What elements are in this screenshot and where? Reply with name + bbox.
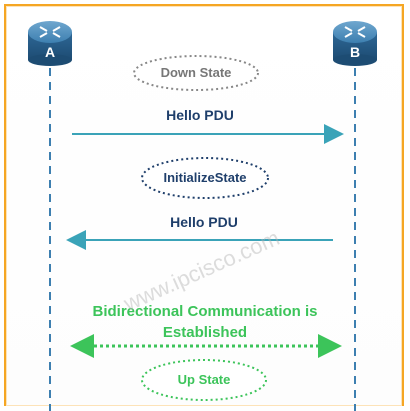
router-b-label: B (349, 44, 361, 60)
hello-pdu-label-1: Hello PDU (166, 107, 234, 123)
bidirectional-label: Bidirectional Communication is Establish… (40, 301, 370, 343)
init-state-label: InitializeState (163, 170, 247, 185)
bidirectional-line-2: Established (162, 324, 248, 341)
up-state-ellipse (141, 359, 267, 401)
router-a-icon (28, 21, 72, 66)
down-state-label: Down State (160, 65, 232, 80)
bidirectional-line-1: Bidirectional Communication is (92, 303, 318, 320)
hello-pdu-label-2: Hello PDU (170, 214, 238, 230)
router-b-icon (333, 21, 377, 66)
init-state-ellipse (141, 157, 269, 199)
down-state-ellipse (133, 55, 259, 91)
up-state-label: Up State (177, 372, 231, 387)
router-a-label: A (44, 44, 56, 60)
